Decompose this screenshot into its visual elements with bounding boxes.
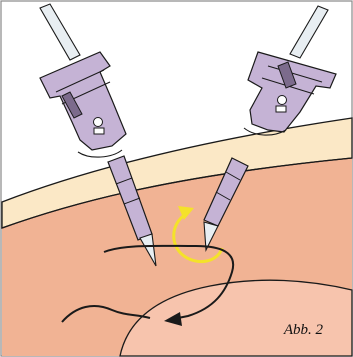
figure-caption: Abb. 2 bbox=[284, 322, 323, 339]
right-hub-port bbox=[278, 96, 287, 105]
right-hub-port-base bbox=[276, 106, 286, 112]
left-hub-port-base bbox=[94, 128, 104, 134]
left-hub-port bbox=[94, 118, 103, 127]
